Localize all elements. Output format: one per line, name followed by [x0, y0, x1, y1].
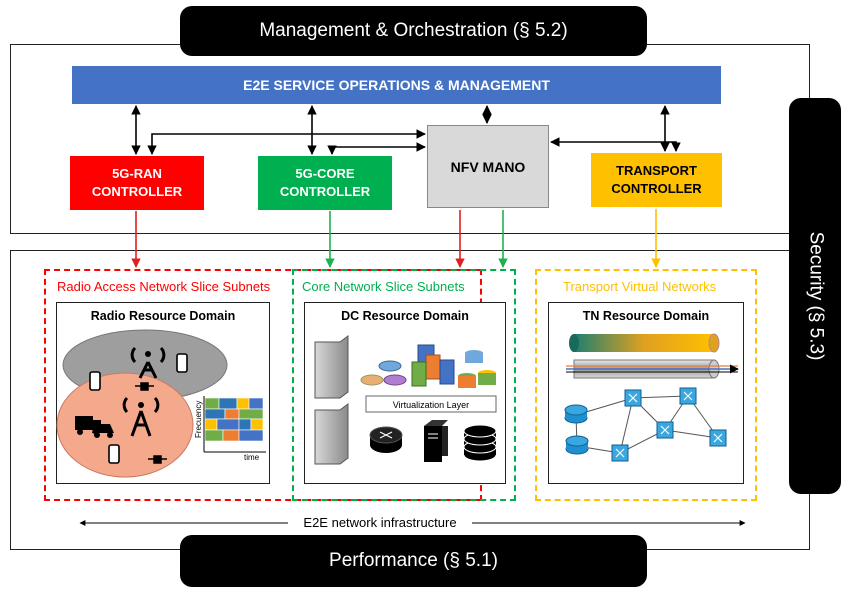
- control-arrows: [131, 105, 681, 155]
- virtualization-layer-label: Virtualization Layer: [393, 400, 469, 410]
- spectrum-y-axis-label: Frecuency: [194, 401, 203, 438]
- performance-banner: Performance (§ 5.1): [180, 535, 647, 587]
- dc-domain-graphics: [314, 335, 497, 465]
- e2e-infrastructure-label: E2E network infrastructure: [303, 515, 457, 530]
- management-orchestration-banner: Management & Orchestration (§ 5.2): [180, 6, 647, 56]
- core-slice-subnet: [292, 269, 516, 501]
- core-subnet-title: Core Network Slice Subnets: [302, 279, 465, 294]
- e2e-service-operations-bar: E2E SERVICE OPERATIONS & MANAGEMENT: [72, 66, 721, 104]
- transport-virtual-networks: [535, 269, 757, 501]
- tn-domain-title: TN Resource Domain: [582, 309, 710, 323]
- radio-domain-title: Radio Resource Domain: [90, 309, 236, 323]
- security-banner: Security (§ 5.3): [789, 98, 841, 494]
- core-controller: 5G-CORE CONTROLLER: [258, 156, 392, 210]
- tn-domain-graphics: [564, 333, 739, 462]
- radio-domain-graphics: [56, 329, 266, 478]
- ran-subnet-title: Radio Access Network Slice Subnets: [57, 279, 271, 294]
- transport-controller: TRANSPORT CONTROLLER: [591, 153, 722, 207]
- ran-controller: 5G-RAN CONTROLLER: [70, 156, 204, 210]
- transport-subnet-title: Transport Virtual Networks: [563, 279, 717, 294]
- spectrum-x-axis-label: time: [244, 453, 260, 462]
- nfv-mano: NFV MANO: [427, 125, 549, 208]
- dc-domain-title: DC Resource Domain: [341, 309, 469, 323]
